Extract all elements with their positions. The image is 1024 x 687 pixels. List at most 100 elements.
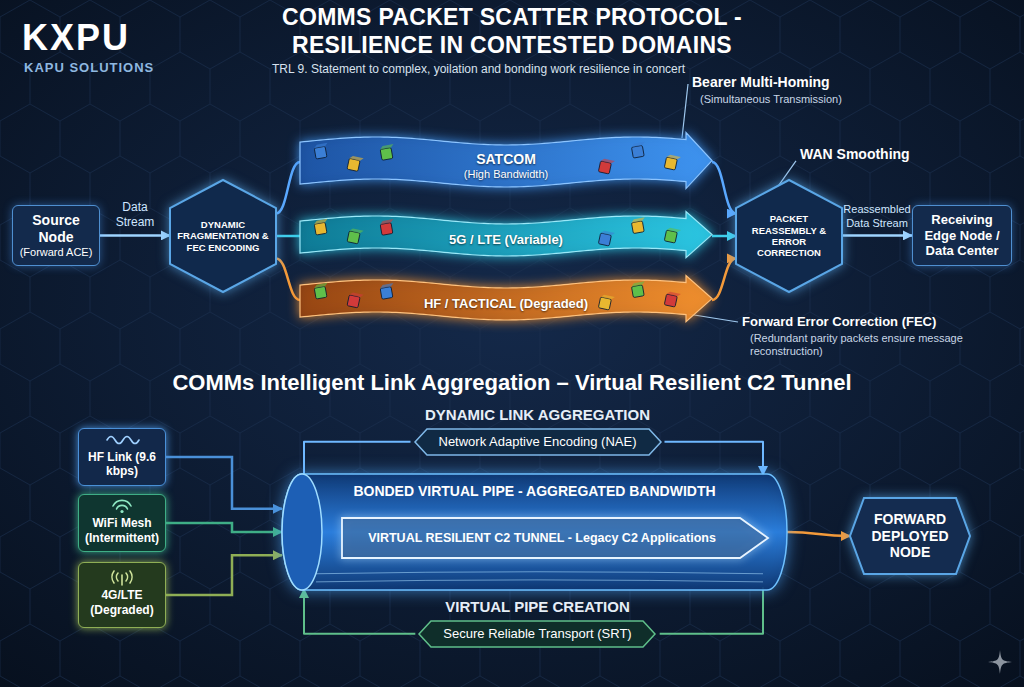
cube-face — [314, 146, 327, 159]
cube-top — [601, 294, 615, 300]
node-text: HF / TACTICAL (Degraded) — [424, 296, 588, 312]
logo-mark: KXPU — [22, 16, 182, 59]
node-text: DYNAMIC FRAGMENTATION & FEC ENCODING — [177, 219, 269, 253]
hex-pill-outline — [419, 621, 655, 647]
encoding-box: DYNAMIC LINK AGGREGATIONNetwork Adaptive… — [395, 406, 680, 455]
node-text: Receiving Edge Node / Data Center — [918, 212, 1006, 259]
node-text: (Forward ACE) — [20, 246, 93, 259]
diagram-title: COMMS PACKET SCATTER PROTOCOL - RESILIEN… — [232, 4, 792, 59]
icon-stroke — [121, 575, 123, 585]
lte-icon — [105, 571, 139, 585]
node-text: HF Link (9.6 kbps) — [83, 450, 161, 479]
cube-top — [631, 142, 645, 147]
packet-cube — [664, 227, 681, 244]
process-hexagon: PACKET REASSEMBLY & ERROR CORRECTION — [736, 180, 842, 292]
icon-stroke — [112, 571, 114, 583]
band-arrow — [300, 133, 712, 189]
packet-cube — [598, 230, 615, 247]
cube-top — [314, 283, 328, 288]
node-text: BONDED VIRTUAL PIPE - AGGREGATED BANDWID… — [282, 483, 787, 500]
cube-face — [347, 231, 360, 244]
node-text: Source Node — [18, 212, 94, 246]
link-box: 4G/LTE (Degraded) — [78, 562, 166, 628]
band-arrow — [300, 212, 712, 258]
section-title: COMMs Intelligent Link Aggregation – Vir… — [40, 370, 984, 396]
cube-top — [601, 230, 615, 236]
connector — [712, 258, 736, 300]
bearer-band: HF / TACTICAL (Degraded) — [300, 272, 712, 328]
cube-face — [631, 221, 644, 234]
connector — [166, 555, 282, 595]
bearer-band: SATCOM(High Bandwidth) — [300, 126, 712, 198]
packet-cube — [380, 283, 396, 299]
cube-top — [380, 144, 394, 149]
connector — [166, 457, 282, 509]
cube-top — [314, 219, 328, 224]
band-arrow — [300, 276, 712, 322]
hex-pill-outline — [415, 429, 661, 455]
packet-cube — [314, 283, 330, 299]
callout-note: (Simultaneous Transmission) — [700, 93, 910, 106]
connector — [842, 234, 912, 237]
connector — [276, 258, 300, 300]
hex-pill: Network Adaptive Encoding (NAE) — [415, 429, 661, 455]
packet-cube — [664, 291, 681, 308]
process-hexagon: DYNAMIC FRAGMENTATION & FEC ENCODING — [170, 180, 276, 292]
icon-stroke — [117, 506, 128, 510]
icon-dot — [120, 510, 123, 513]
cube-face — [664, 157, 677, 170]
cube-face — [314, 286, 327, 299]
packet-cube — [380, 144, 396, 160]
cube-face — [631, 285, 644, 298]
edge-label: Reassembled Data Stream — [839, 203, 915, 229]
cube-top — [667, 291, 681, 297]
node-text: SATCOM — [476, 151, 536, 168]
node-text: 4G/LTE (Degraded) — [83, 588, 161, 617]
edge-label: Data Stream — [102, 200, 168, 229]
callout-label: Forward Error Correction (FEC) — [742, 314, 1014, 330]
aggregation-bracket — [664, 442, 763, 475]
connector — [100, 234, 170, 237]
node-text: WiFi Mesh (Intermittent) — [83, 516, 161, 545]
cube-top — [349, 228, 363, 234]
cube-face — [314, 222, 327, 235]
callout-note: (Redundant parity packets ensure message… — [750, 332, 1000, 358]
packet-cube — [598, 158, 615, 175]
packet-cube — [347, 292, 364, 309]
cube-face — [598, 297, 611, 310]
cube-face — [664, 230, 677, 243]
cube-top — [349, 292, 363, 298]
callout-label: Bearer Multi-Homing — [692, 74, 892, 91]
node-text: 5G / LTE (Variable) — [449, 232, 563, 248]
connector — [712, 235, 736, 238]
icon-stroke — [130, 571, 132, 583]
node-text: Secure Reliable Transport (SRT) — [443, 626, 631, 642]
source-node: Source Node(Forward ACE) — [12, 205, 100, 266]
cube-face — [380, 223, 393, 236]
leader-line — [688, 314, 738, 322]
packet-cube — [347, 155, 364, 172]
cube-face — [598, 233, 611, 246]
cube-face — [380, 287, 393, 300]
cube-top — [631, 281, 645, 286]
link-box: HF Link (9.6 kbps) — [78, 428, 166, 486]
icon-stroke — [116, 573, 118, 581]
connector — [787, 532, 850, 536]
icon-stroke — [107, 437, 139, 444]
tunnel-end — [282, 474, 322, 590]
aggregation-bracket — [304, 442, 411, 478]
packet-cube — [347, 228, 364, 245]
connector — [712, 162, 736, 214]
cube-top — [380, 219, 394, 224]
tunnel-arrow: VIRTUAL RESILIENT C2 TUNNEL - Legacy C2 … — [340, 514, 770, 562]
pipe-bracket — [660, 587, 763, 634]
bearer-band: 5G / LTE (Variable) — [300, 208, 712, 264]
tunnel-streak — [316, 580, 763, 582]
cube-top — [667, 154, 681, 160]
hex-pill: Secure Reliable Transport (SRT) — [419, 621, 655, 647]
watermark-star — [988, 650, 1012, 674]
cube-face — [598, 161, 611, 174]
